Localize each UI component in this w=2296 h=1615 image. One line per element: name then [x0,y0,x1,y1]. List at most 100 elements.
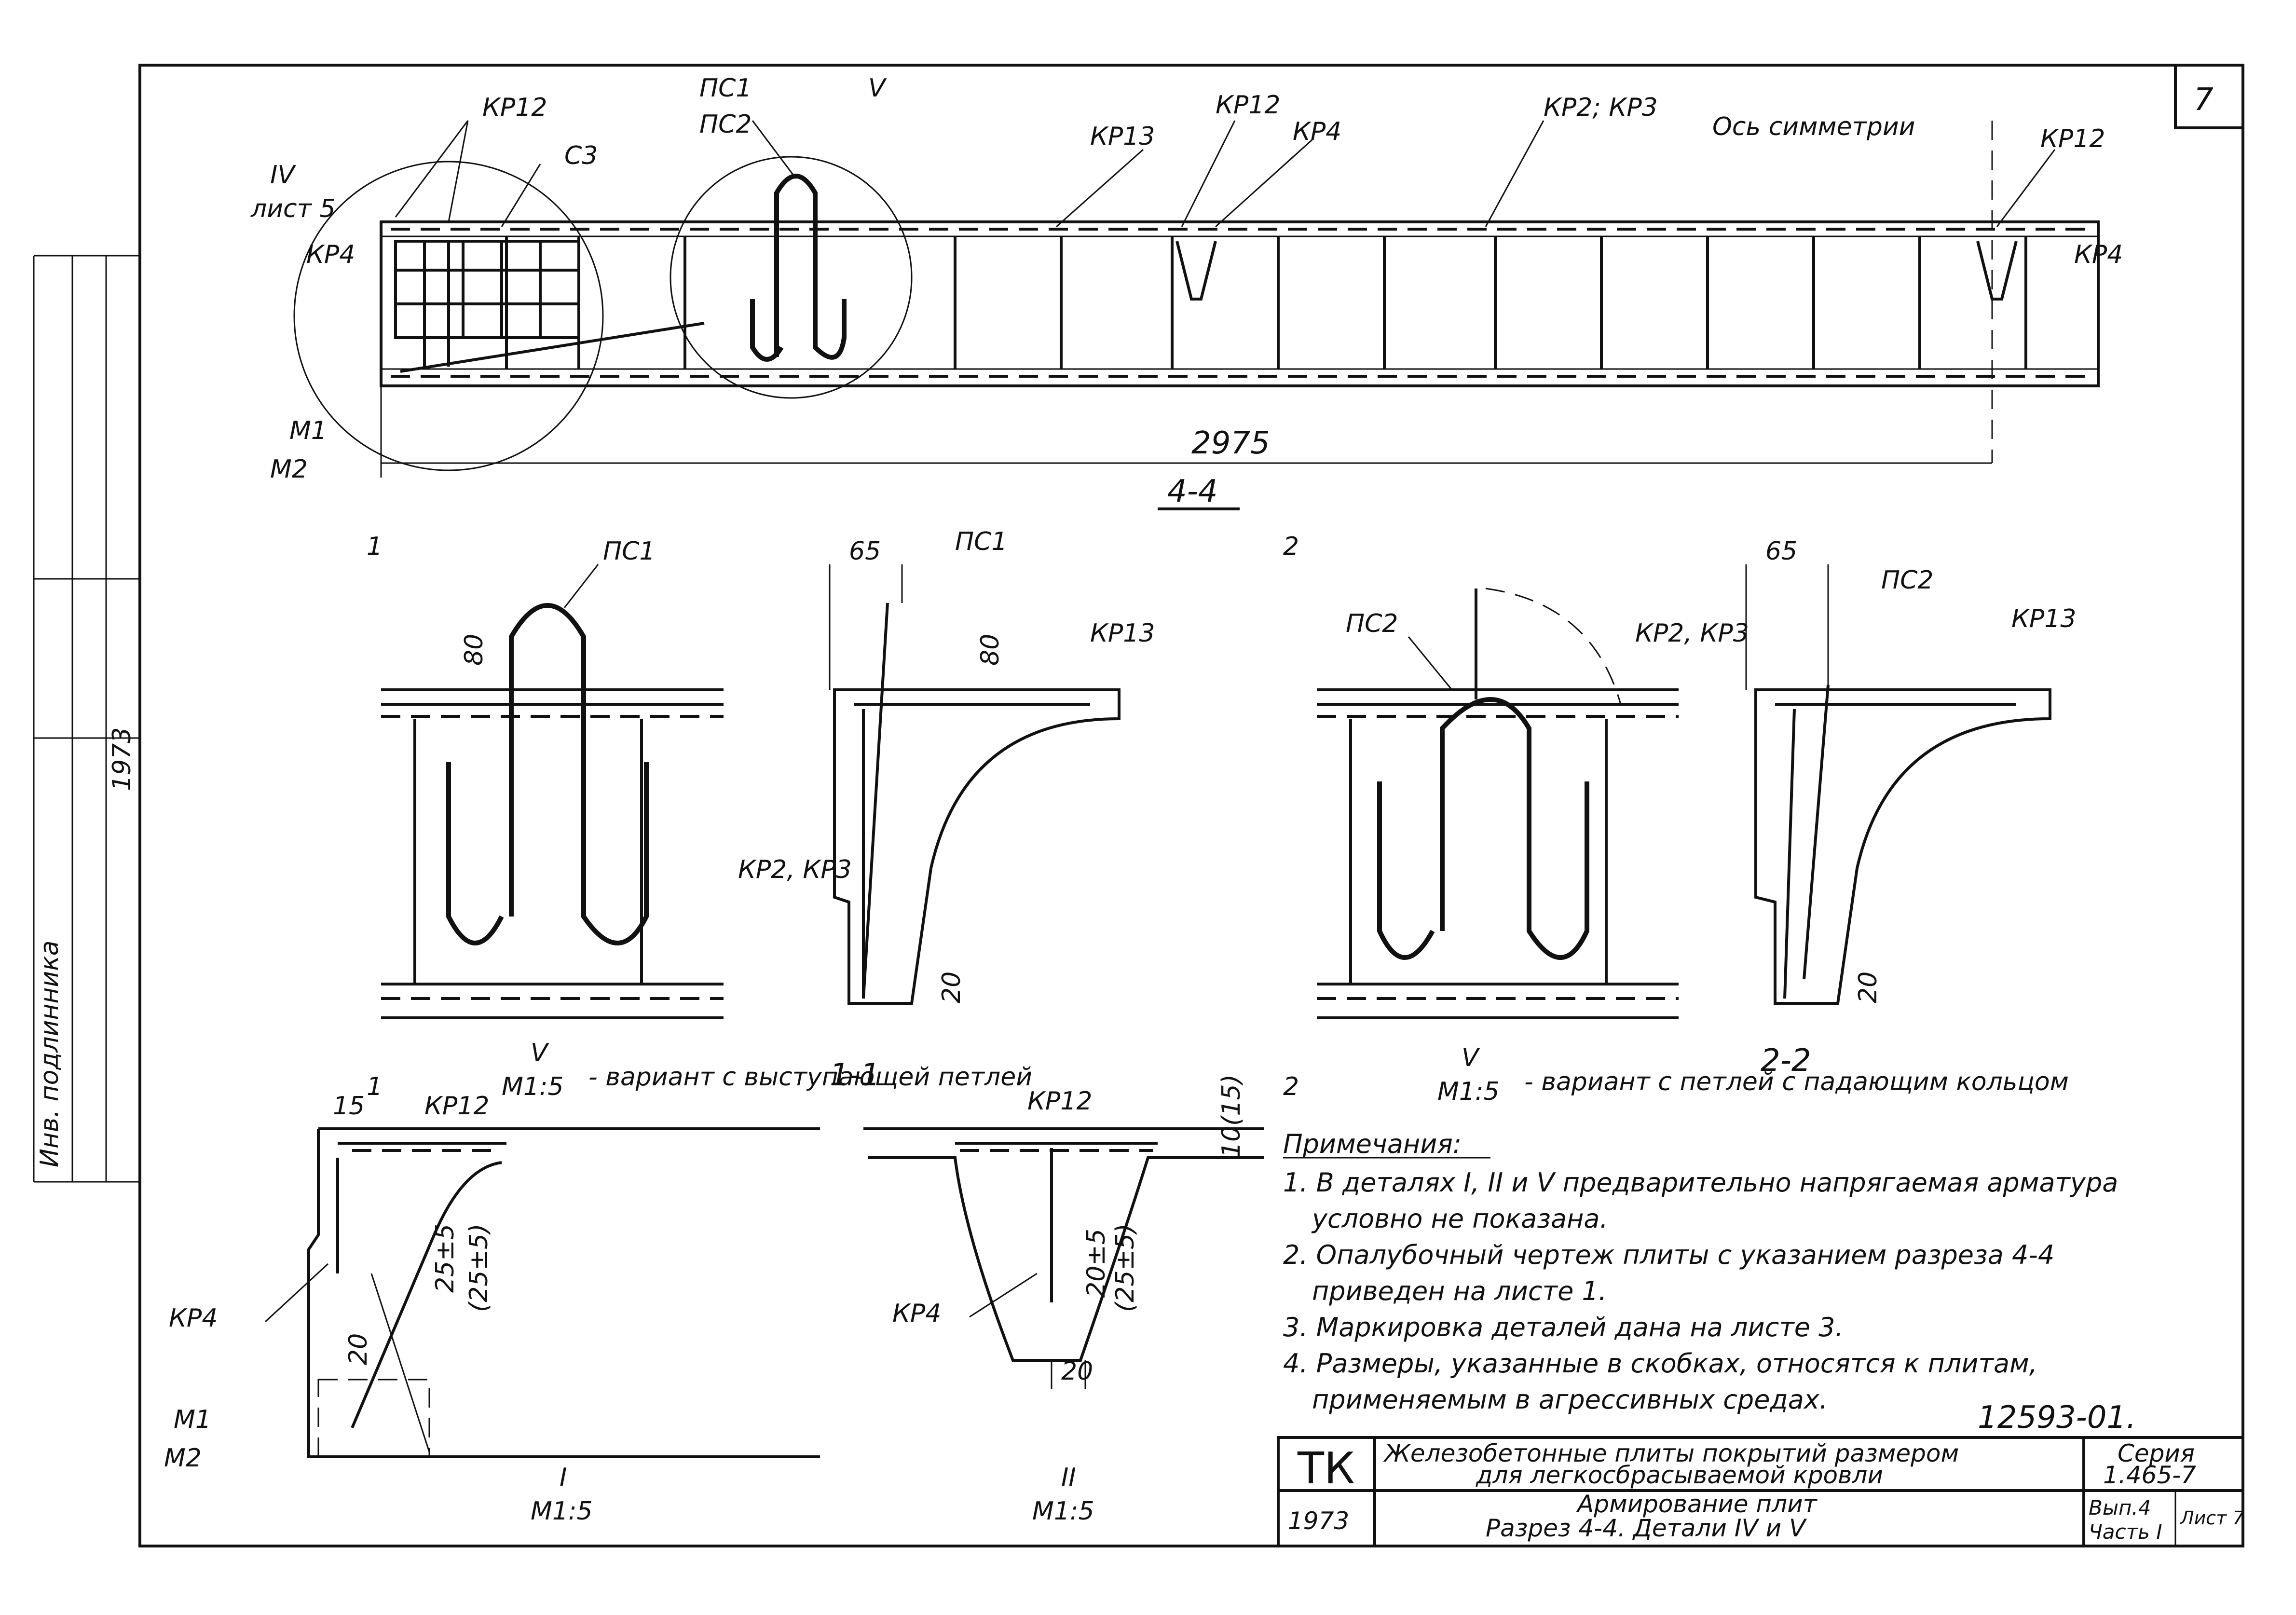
detail-i-caption-num: I [560,1463,567,1492]
note-line-5: 3. Маркировка деталей дана на листе 3. [1283,1312,1844,1342]
detail-i: 15 КР12 25±5 (25±5) 20 КР4 М1 М2 I М1:5 [164,1092,820,1526]
main-label-kr12-left: КР12 [482,93,547,122]
main-label-kr2-kr3: КР2; КР3 [1544,93,1658,122]
detail-v1-caption-scale: М1:5 [502,1072,564,1101]
main-label-iv: IV [270,161,296,190]
main-label-kr12-mid: КР12 [1216,91,1280,120]
detail-i-label-m1: М1 [174,1405,211,1434]
detail-i-dim-25: 25±5 [431,1224,460,1293]
detail-v1: ПС1 1 1 80 V М1:5 - вариант с выступающе… [367,532,1032,1101]
tb-issue-2: Часть I [2089,1520,2162,1544]
main-slope [400,322,705,373]
detail-i-dim-25-paren: (25±5) [465,1224,493,1312]
detail-v1-label-ps1: ПС1 [603,537,656,566]
detail-v2-cut-top: 2 [1283,532,1299,561]
section-2-2-dim-65: 65 [1765,537,1797,566]
doc-code: 12593-01. [1978,1400,2136,1436]
tb-title-1: Железобетонные плиты покрытий размером [1383,1439,1959,1467]
detail-ii-label-kr4: КР4 [892,1299,941,1328]
detail-v2-caption-text: - вариант с петлей с падающим кольцом [1524,1068,2069,1096]
tb-org: ТК [1297,1443,1355,1494]
notes: Примечания: 1. В деталях I, II и V предв… [1283,1129,2118,1415]
rib-mid [1175,241,1217,301]
detail-ii-dim-20: 20±5 [1082,1229,1111,1298]
sheet-number: 7 [2194,82,2214,118]
side-label: Инв. подлинника [35,941,64,1167]
rib-right [1976,241,2018,301]
binding-strip: 1973 Инв. подлинника [33,255,140,1183]
main-label-sheet5: лист 5 [250,194,336,223]
detail-i-dim-15: 15 [333,1092,365,1121]
detail-v1-cut-bottom: 1 [367,1072,383,1101]
tb-subtitle-1: Армирование плит [1576,1490,1818,1518]
section-1-1: 65 ПС1 80 КР13 КР2, КР3 20 1-1 [738,527,1155,1093]
detail-ii-dim-10-15: 10(15) [1217,1074,1246,1158]
tb-series-value: 1.465-7 [2103,1461,2196,1489]
note-line-6: 4. Размеры, указанные в скобках, относят… [1283,1348,2037,1379]
detail-i-label-m2: М2 [164,1444,202,1473]
main-label-symmetry-axis: Ось симметрии [1712,112,1915,141]
section-1-1-dim-80: 80 [976,634,1005,666]
note-line-2: условно не показана. [1311,1204,1608,1234]
section-2-2-dim-20: 20 [1854,972,1883,1003]
detail-v2-cut-bottom: 2 [1283,1072,1299,1101]
main-label-kr4-left: КР4 [306,240,355,269]
mesh-c3 [394,240,580,367]
main-label-kr13: КР13 [1090,122,1155,151]
detail-i-label-kr12: КР12 [424,1092,489,1121]
detail-v2-caption-scale: М1:5 [1437,1077,1500,1106]
detail-ii: КР12 10(15) 20±5 (25±5) КР4 20 II М1:5 [863,1074,1264,1526]
section-1-1-label-kr13: КР13 [1090,619,1155,648]
note-line-1: 1. В деталях I, II и V предварительно на… [1283,1167,2118,1198]
main-label-kr4-mid: КР4 [1293,117,1341,146]
tb-sheet-label: Лист 7 [2179,1507,2244,1529]
detail-ii-caption-num: II [1061,1463,1076,1492]
loop-ps1 [750,174,847,362]
main-label-c3: С3 [564,141,598,170]
tb-title-2: для легкосбрасываемой кровли [1476,1461,1883,1489]
section-1-1-label-kr2-kr3: КР2, КР3 [738,855,852,884]
section-2-2-caption: 2-2 [1761,1043,1811,1079]
detail-i-label-kr4: КР4 [169,1304,218,1333]
note-line-3: 2. Опалубочный чертеж плиты с указанием … [1283,1240,2054,1270]
title-block: ТК 1973 Железобетонные плиты покрытий ра… [1277,1436,2244,1547]
detail-v1-caption-num: V [531,1039,549,1068]
side-year: 1973 [108,727,137,791]
section-1-1-caption: 1-1 [830,1057,880,1093]
detail-circle-iv [293,161,604,471]
section-2-2-label-kr13: КР13 [2011,604,2076,633]
detail-ii-caption-scale: М1:5 [1032,1497,1094,1526]
main-label-m2: М2 [270,455,308,484]
sheet-frame [138,64,2244,1547]
detail-ii-dim-20b: 20 [1061,1357,1093,1386]
dim-total: 2975 [1191,425,1270,461]
sheet-number-box [2174,64,2244,129]
main-label-m1: М1 [289,416,327,445]
detail-v1-dim-80: 80 [460,634,489,666]
section-1-1-label-ps1: ПС1 [955,527,1008,556]
tb-series-label: Серия [2118,1439,2195,1467]
main-label-kr12-right: КР12 [2040,124,2105,153]
detail-v1-cut-top: 1 [367,532,383,561]
section-1-1-dim-20: 20 [937,972,966,1003]
tb-subtitle-2: Разрез 4-4. Детали IV и V [1486,1514,1807,1542]
detail-circle-v [670,156,913,399]
main-view: 2975 4-4 КР12 ПС1 ПС2 V КР13 КР12 КР4 КР… [250,74,2123,510]
notes-title: Примечания: [1283,1129,1462,1159]
detail-v2-label-ps2: ПС2 [1346,609,1398,638]
section-1-1-dim-65: 65 [849,537,881,566]
tb-issue-1: Вып.4 [2089,1496,2151,1519]
main-label-ps1: ПС1 [699,74,752,103]
main-label-kr4-right: КР4 [2074,240,2123,269]
detail-ii-label-kr12: КР12 [1027,1087,1092,1116]
note-line-4: приведен на листе 1. [1312,1276,1607,1306]
section-4-4: 4-4 [1167,474,1218,509]
detail-ii-dim-25-paren: (25±5) [1111,1224,1140,1312]
section-2-2: 65 КР2, КР3 ПС2 КР13 20 2-2 [1635,537,2076,1079]
detail-v2: 2 ПС2 2 V М1:5 - вариант с петлей с пада… [1283,532,2069,1106]
detail-i-caption-scale: М1:5 [531,1497,593,1526]
note-line-7: применяемым в агрессивных средах. [1312,1384,1828,1415]
section-2-2-label-kr2-kr3: КР2, КР3 [1635,619,1749,648]
main-label-v: V [868,74,887,103]
